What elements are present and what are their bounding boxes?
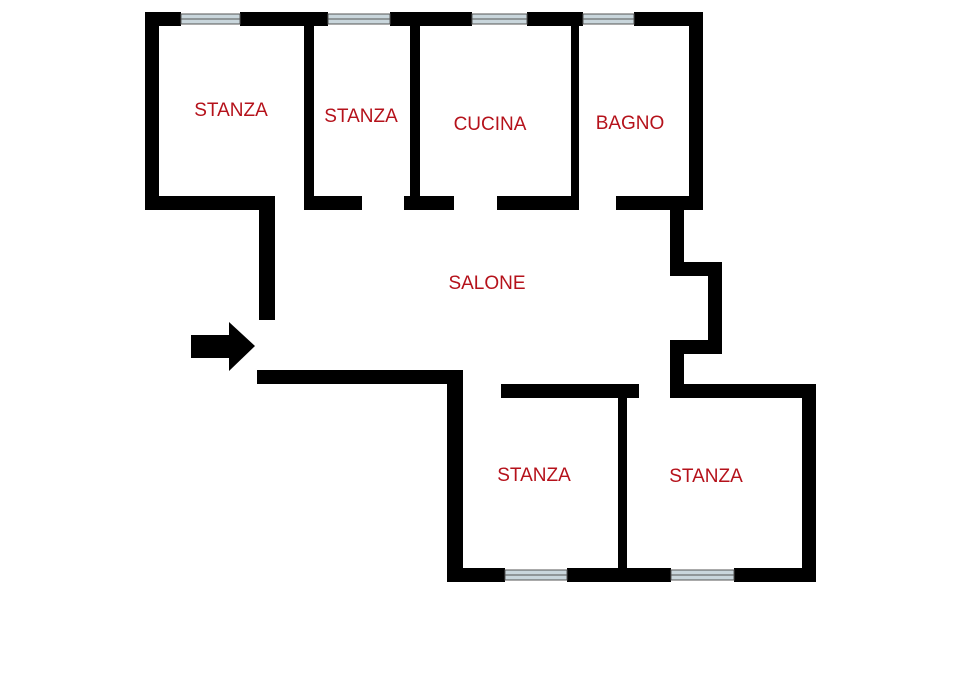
wall [616,196,703,210]
wall [670,384,816,398]
wall [240,12,328,26]
room-label-stanza-2: STANZA [324,106,398,127]
wall [447,568,505,582]
wall [567,568,671,582]
room-label-stanza-4: STANZA [669,466,743,487]
walls [145,12,816,582]
wall [670,340,684,398]
wall [145,12,181,26]
window [670,569,735,581]
window [180,13,241,25]
wall [304,12,314,210]
room-labels: STANZA STANZA CUCINA BAGNO SALONE STANZA… [194,100,743,487]
wall [501,384,639,398]
wall [145,196,275,210]
room-label-stanza-1: STANZA [194,100,268,121]
wall [259,196,275,320]
room-label-salone: SALONE [448,273,525,294]
wall [497,196,577,210]
room-label-cucina: CUCINA [454,114,527,135]
wall [390,12,472,26]
wall [304,196,362,210]
window [504,569,568,581]
wall [257,370,463,384]
window [471,13,528,25]
room-label-stanza-3: STANZA [497,465,571,486]
wall [670,196,684,276]
wall [689,12,703,210]
wall [734,568,816,582]
wall [527,12,583,26]
window [582,13,635,25]
window [327,13,391,25]
entrance-arrow-icon [191,322,255,371]
windows [180,13,735,581]
room-label-bagno: BAGNO [596,113,665,134]
wall [571,12,579,210]
wall [410,12,420,210]
wall [404,196,454,210]
wall [145,12,159,210]
wall [447,370,463,582]
wall [802,384,816,582]
wall [634,12,703,26]
wall [618,384,627,582]
wall [708,262,722,354]
